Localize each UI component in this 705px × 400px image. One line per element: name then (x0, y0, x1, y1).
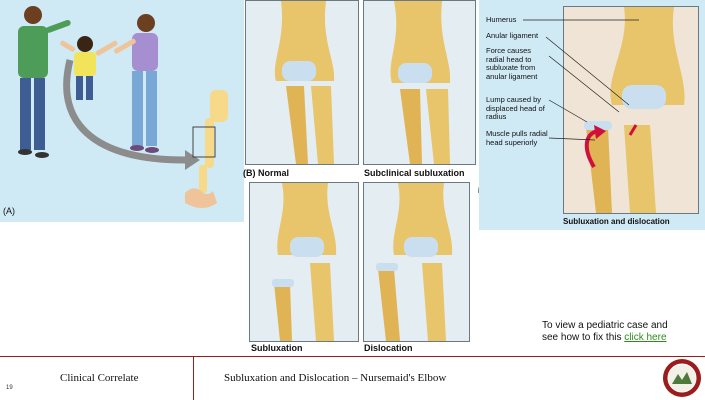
panel-normal (245, 0, 359, 165)
case-note-line2: see how to fix this click here (542, 332, 668, 344)
panel-subluxation (249, 182, 359, 342)
elbow-subclinical-illustration (390, 1, 451, 164)
panel-right-caption: Subluxation and dislocation (563, 217, 670, 226)
panel-dislocation-caption: Dislocation (364, 343, 413, 353)
label-anular-ligament: Anular ligament (486, 31, 539, 40)
university-seal-icon (663, 359, 701, 397)
footer-section: Clinical Correlate (60, 372, 139, 384)
panel-subclinical (363, 0, 476, 165)
case-note: To view a pediatric case and see how to … (542, 320, 668, 344)
footer-top-rule (0, 356, 705, 357)
case-note-line2-text: see how to fix this (542, 332, 625, 343)
footer-page-number: 19 (6, 385, 13, 391)
panel-dislocation (363, 182, 470, 342)
label-humerus: Humerus (486, 15, 517, 24)
annotation-leaders (523, 19, 639, 141)
elbow-normal-illustration (274, 1, 335, 164)
footer-divider (193, 357, 194, 400)
panel-a-label: (A) (3, 206, 15, 216)
family-illustration (18, 6, 228, 208)
panel-right-frame (563, 6, 699, 214)
panel-right-background: Humerus Anular ligament Force causes rad… (479, 0, 705, 230)
footer-title: Subluxation and Dislocation – Nursemaid'… (224, 372, 447, 384)
label-muscle: Muscle pulls radial head superiorly (486, 129, 548, 147)
panel-normal-caption: (B) Normal (243, 168, 290, 178)
click-here-link[interactable]: click here (624, 332, 667, 343)
label-force: Force causes radial head to subluxate fr… (486, 46, 538, 81)
panel-subluxation-caption: Subluxation (251, 343, 303, 353)
elbow-subluxation-illustration (272, 183, 337, 341)
panel-a-background (0, 0, 244, 222)
panel-subclinical-caption: Subclinical subluxation (364, 168, 465, 178)
case-note-line1: To view a pediatric case and (542, 320, 668, 331)
elbow-dislocation-illustration (376, 183, 453, 341)
elbow-detail-illustration (584, 7, 685, 213)
label-lump: Lump caused by displaced head of radius (486, 95, 545, 121)
